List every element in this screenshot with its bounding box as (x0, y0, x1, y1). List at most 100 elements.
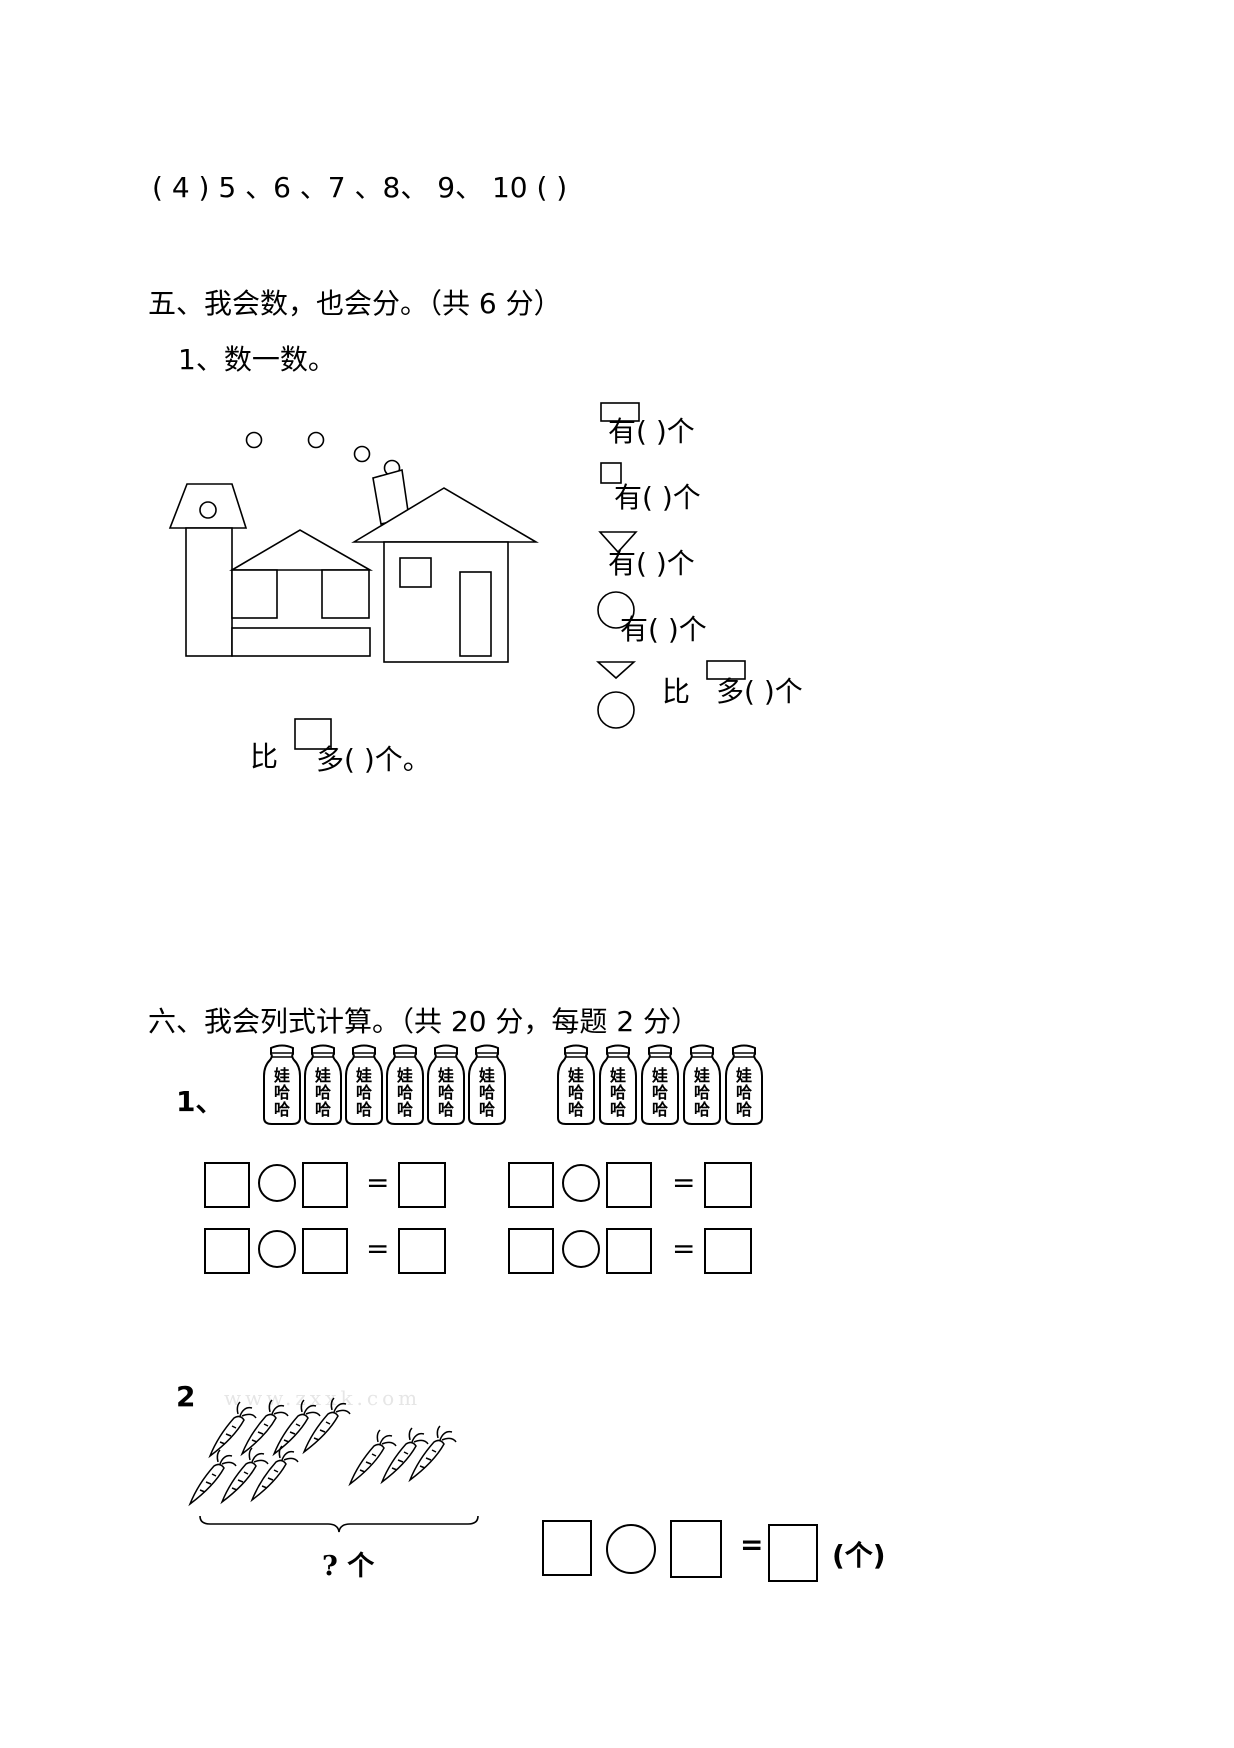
equals-sign: = (672, 1166, 696, 1199)
carrot-icon (272, 1399, 321, 1457)
bottle-icon: 娃哈哈 (725, 1044, 763, 1125)
bottle-icon: 娃哈哈 (557, 1044, 595, 1125)
carrot-icon (408, 1425, 457, 1483)
section-5-question-1-label: 1、数一数。 (178, 343, 336, 376)
bottle-label: 娃 (693, 1066, 710, 1085)
bottle-icon: 娃哈哈 (345, 1044, 383, 1125)
answer-box[interactable] (508, 1228, 554, 1274)
count-rectangle-text: 有( )个 (608, 415, 695, 448)
bottle-icon: 娃哈哈 (641, 1044, 679, 1125)
section-6-question-1-label: 1、 (176, 1085, 224, 1118)
answer-box[interactable] (768, 1524, 818, 1582)
triangle-icon (598, 530, 640, 556)
bottle-label: 娃 (609, 1066, 626, 1085)
bottle-group-right: 娃哈哈娃哈哈娃哈哈娃哈哈娃哈哈 (556, 1044, 776, 1132)
bottle-label: 娃 (355, 1066, 372, 1085)
carrot-icon (348, 1429, 397, 1487)
rectangle-icon (600, 402, 642, 424)
carrot-icon (188, 1449, 237, 1507)
bottle-label: 哈 (652, 1083, 668, 1102)
count-square-text: 有( )个 (614, 481, 701, 514)
answer-box[interactable] (302, 1162, 348, 1208)
operator-circle[interactable] (562, 1230, 600, 1268)
answer-box[interactable] (302, 1228, 348, 1274)
bottle-label: 哈 (694, 1083, 710, 1102)
carrot-icon (220, 1447, 269, 1505)
equals-sign: = (672, 1232, 696, 1265)
answer-box[interactable] (606, 1162, 652, 1208)
bottle-label: 哈 (479, 1083, 495, 1102)
bottle-label: 哈 (274, 1083, 290, 1102)
carrot-icon (240, 1399, 289, 1457)
bottle-label: 哈 (736, 1100, 752, 1119)
unit-label: (个) (832, 1539, 886, 1572)
bottle-label: 娃 (314, 1066, 331, 1085)
section-5-title: 五、我会数，也会分。（共 6 分） (148, 287, 562, 320)
bottle-label: 哈 (479, 1100, 495, 1119)
compare-bottom-bi: 比 (250, 740, 279, 773)
house-shapes-illustration (150, 400, 550, 700)
bottle-label: 哈 (438, 1100, 454, 1119)
bottle-label: 哈 (610, 1100, 626, 1119)
answer-box[interactable] (704, 1162, 752, 1208)
brace-label: ? 个 (322, 1551, 375, 1582)
circle-icon (596, 690, 638, 732)
answer-box[interactable] (398, 1228, 446, 1274)
bottle-group-left: 娃哈哈娃哈哈娃哈哈娃哈哈娃哈哈娃哈哈 (262, 1044, 518, 1132)
compare-right-tail: 多( )个 (716, 675, 803, 708)
section-6-title: 六、我会列式计算。（共 20 分，每题 2 分） (148, 1005, 700, 1038)
bottle-label: 哈 (274, 1100, 290, 1119)
bottle-label: 哈 (397, 1083, 413, 1102)
bottle-label: 哈 (736, 1083, 752, 1102)
answer-box[interactable] (398, 1162, 446, 1208)
equals-sign: = (366, 1232, 390, 1265)
bottle-label: 娃 (567, 1066, 584, 1085)
bottle-label: 娃 (478, 1066, 495, 1085)
bottle-label: 哈 (610, 1083, 626, 1102)
operator-circle[interactable] (606, 1524, 656, 1574)
square-icon (294, 718, 334, 752)
brace-icon (198, 1514, 480, 1536)
bottle-label: 娃 (273, 1066, 290, 1085)
watermark: www.zxxk.com (224, 1386, 422, 1410)
operator-circle[interactable] (562, 1164, 600, 1202)
answer-box[interactable] (542, 1520, 592, 1576)
answer-box[interactable] (670, 1520, 722, 1578)
triangle-icon (596, 660, 638, 682)
bottle-label: 哈 (652, 1100, 668, 1119)
bottle-label: 哈 (438, 1083, 454, 1102)
compare-right-bi: 比 (662, 675, 691, 708)
carrot-icon (250, 1445, 299, 1503)
bottle-label: 哈 (315, 1083, 331, 1102)
bottle-label: 娃 (735, 1066, 752, 1085)
carrots-illustration (186, 1396, 506, 1526)
sequence-question-4: ( 4 ) 5 、6 、7 、8、 9、 10 ( ) (152, 171, 568, 204)
answer-box[interactable] (704, 1228, 752, 1274)
carrot-icon (380, 1427, 429, 1485)
bottle-label: 哈 (694, 1100, 710, 1119)
carrot-icon (302, 1397, 351, 1455)
bottle-label: 娃 (437, 1066, 454, 1085)
bottle-icon: 娃哈哈 (304, 1044, 342, 1125)
equals-sign: = (366, 1166, 390, 1199)
bottle-label: 娃 (651, 1066, 668, 1085)
bottle-label: 哈 (356, 1083, 372, 1102)
rectangle-icon (706, 660, 748, 682)
bottle-label: 哈 (397, 1100, 413, 1119)
compare-bottom-tail: 多( )个。 (316, 743, 431, 776)
answer-box[interactable] (204, 1228, 250, 1274)
square-icon (600, 462, 624, 486)
answer-box[interactable] (204, 1162, 250, 1208)
operator-circle[interactable] (258, 1230, 296, 1268)
answer-box[interactable] (606, 1228, 652, 1274)
count-circle-text: 有( )个 (620, 613, 707, 646)
bottle-label: 哈 (315, 1100, 331, 1119)
bottle-icon: 娃哈哈 (468, 1044, 506, 1125)
bottle-icon: 娃哈哈 (427, 1044, 465, 1125)
bottle-label: 哈 (568, 1083, 584, 1102)
equals-sign: = (740, 1528, 764, 1561)
answer-box[interactable] (508, 1162, 554, 1208)
bottle-label: 娃 (396, 1066, 413, 1085)
count-triangle-text: 有( )个 (608, 547, 695, 580)
operator-circle[interactable] (258, 1164, 296, 1202)
